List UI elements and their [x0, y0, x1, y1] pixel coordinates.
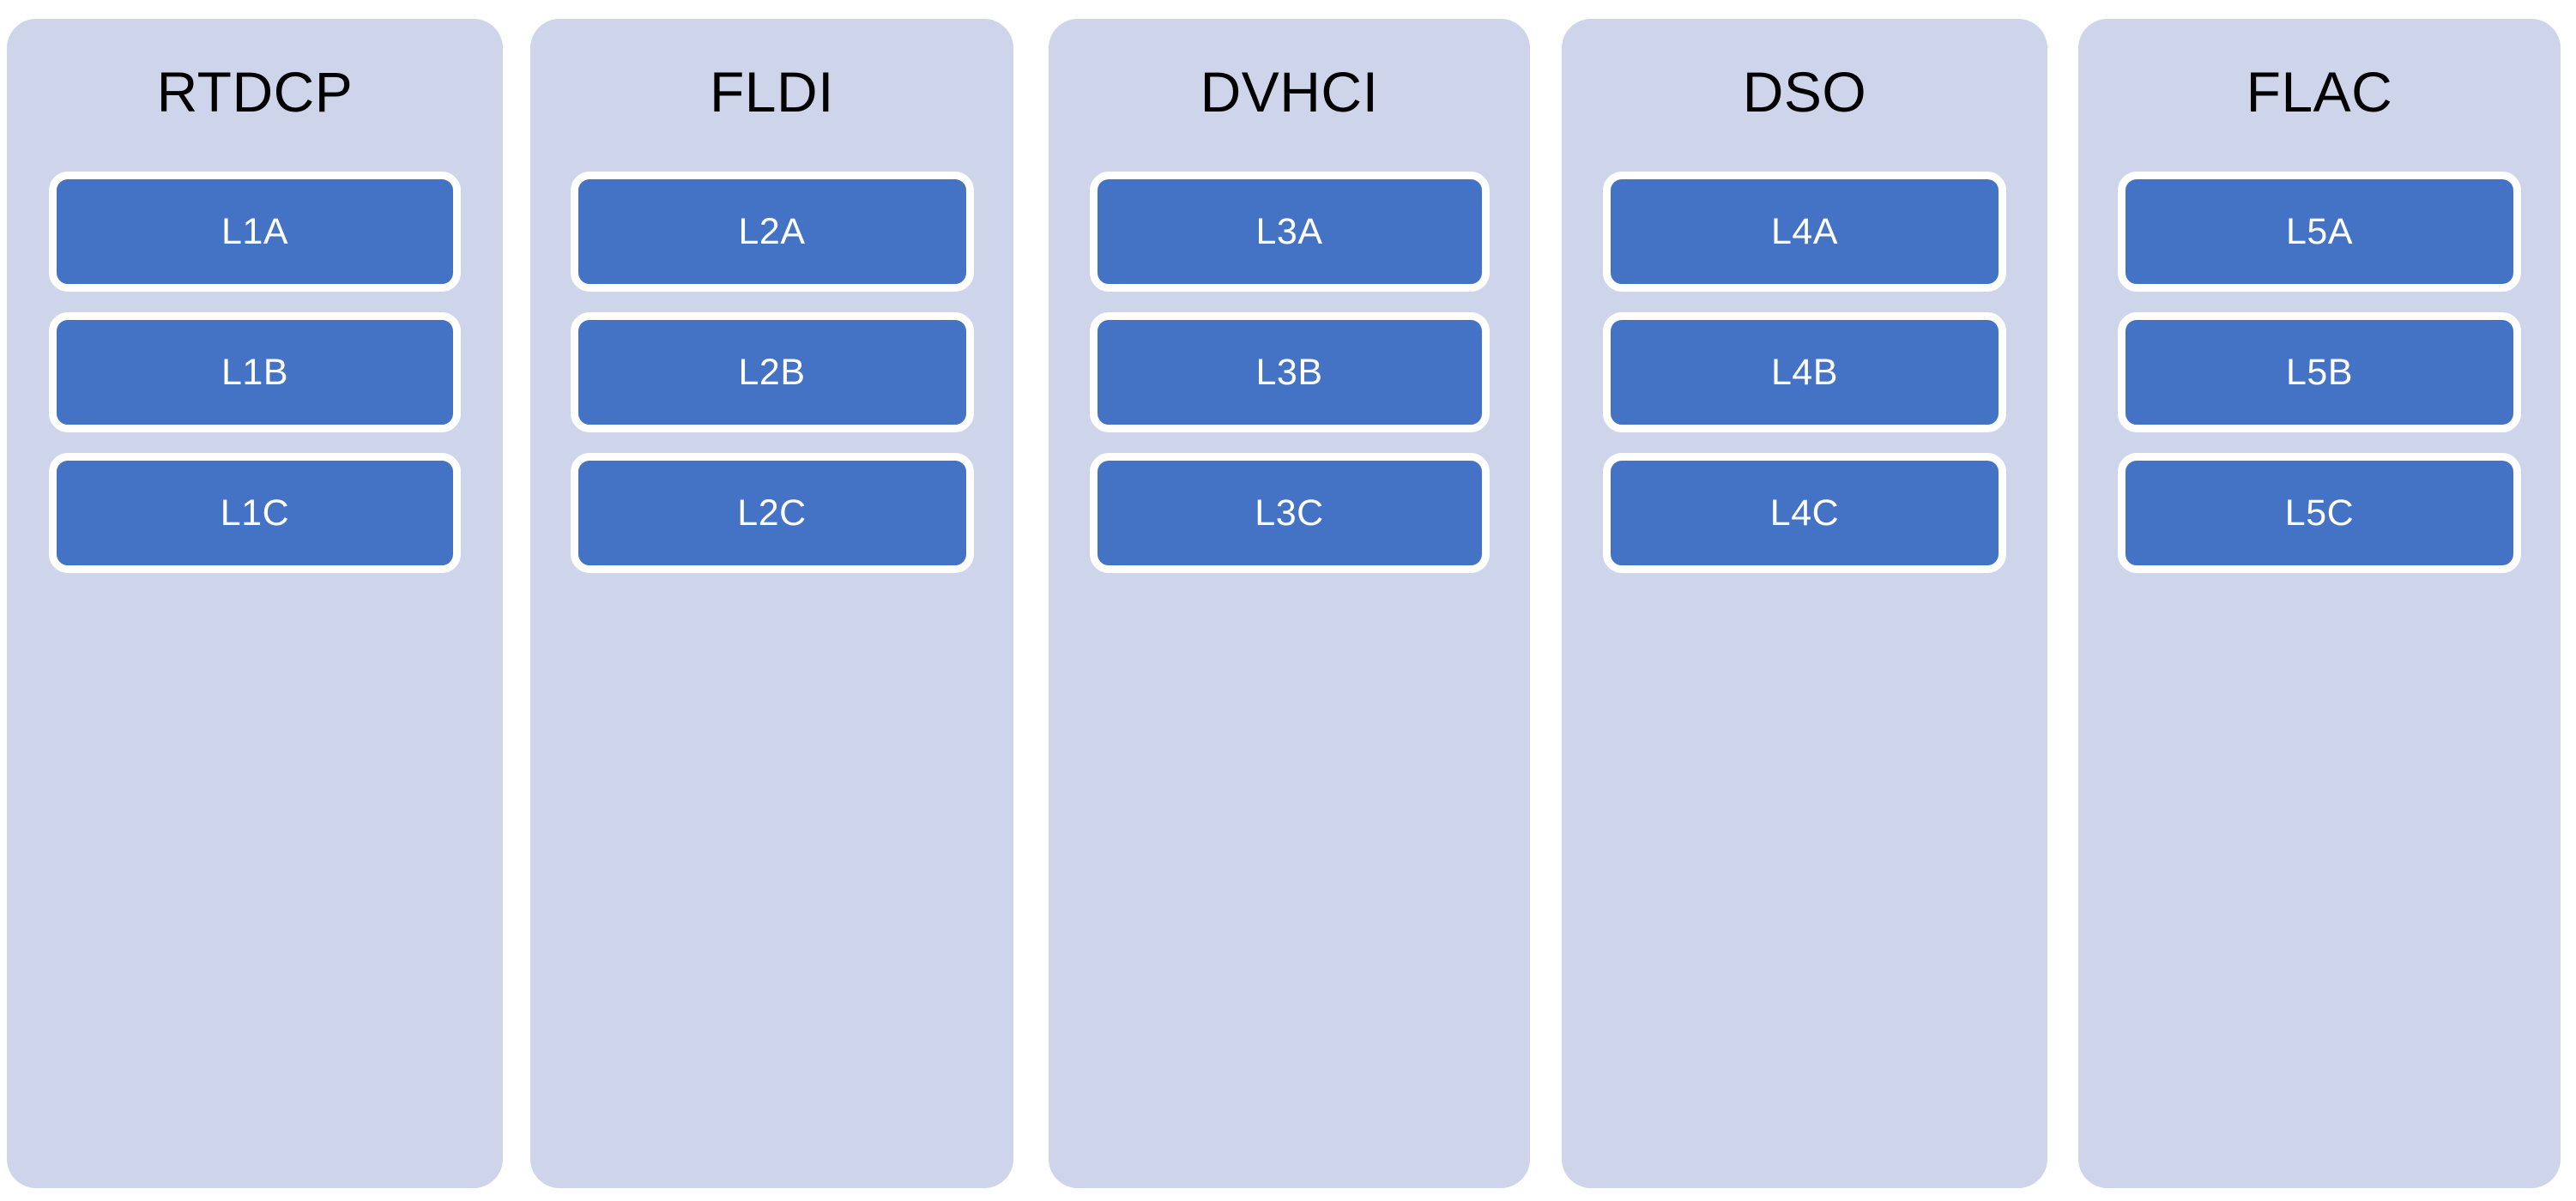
- lane-title-flac: FLAC: [2246, 60, 2393, 124]
- card-label-l2a: L2A: [738, 210, 806, 252]
- lane-title-rtdcp: RTDCP: [156, 60, 354, 124]
- card-l3c[interactable]: L3C: [1089, 453, 1490, 573]
- card-label-l4b: L4B: [1770, 351, 1838, 393]
- lane-title-fldi: FLDI: [709, 60, 835, 124]
- lane-fldi[interactable]: FLDI L2A L2B L2C: [530, 19, 1013, 1188]
- card-l2b[interactable]: L2B: [570, 312, 974, 432]
- lane-card-list-dvhci: L3A L3B L3C: [1049, 172, 1530, 573]
- card-label-l5b: L5B: [2285, 351, 2353, 393]
- card-l4c[interactable]: L4C: [1603, 453, 2006, 573]
- lane-title-dvhci: DVHCI: [1200, 60, 1379, 124]
- card-l1b[interactable]: L1B: [49, 312, 461, 432]
- lane-rtdcp[interactable]: RTDCP L1A L1B L1C: [7, 19, 503, 1188]
- lane-card-list-flac: L5A L5B L5C: [2078, 172, 2561, 573]
- card-l3a[interactable]: L3A: [1089, 172, 1490, 292]
- card-label-l1a: L1A: [221, 210, 288, 252]
- card-label-l5a: L5A: [2285, 210, 2353, 252]
- card-label-l3b: L3B: [1255, 351, 1323, 393]
- card-label-l4c: L4C: [1769, 492, 1840, 534]
- card-l1c[interactable]: L1C: [49, 453, 461, 573]
- card-l5a[interactable]: L5A: [2118, 172, 2521, 292]
- lane-card-list-dso: L4A L4B L4C: [1562, 172, 2047, 573]
- card-l2a[interactable]: L2A: [570, 172, 974, 292]
- card-label-l4a: L4A: [1770, 210, 1838, 252]
- card-l1a[interactable]: L1A: [49, 172, 461, 292]
- lane-title-dso: DSO: [1742, 60, 1867, 124]
- card-l4b[interactable]: L4B: [1603, 312, 2006, 432]
- card-label-l2c: L2C: [737, 492, 807, 534]
- lane-dvhci[interactable]: DVHCI L3A L3B L3C: [1049, 19, 1530, 1188]
- card-l4a[interactable]: L4A: [1603, 172, 2006, 292]
- lane-flac[interactable]: FLAC L5A L5B L5C: [2078, 19, 2561, 1188]
- card-label-l5c: L5C: [2284, 492, 2355, 534]
- card-l5c[interactable]: L5C: [2118, 453, 2521, 573]
- lane-dso[interactable]: DSO L4A L4B L4C: [1562, 19, 2047, 1188]
- card-l2c[interactable]: L2C: [570, 453, 974, 573]
- card-l5b[interactable]: L5B: [2118, 312, 2521, 432]
- card-label-l2b: L2B: [738, 351, 806, 393]
- lane-card-list-rtdcp: L1A L1B L1C: [7, 172, 503, 573]
- lane-card-list-fldi: L2A L2B L2C: [530, 172, 1013, 573]
- card-label-l3a: L3A: [1255, 210, 1323, 252]
- card-l3b[interactable]: L3B: [1089, 312, 1490, 432]
- card-label-l1c: L1C: [220, 492, 290, 534]
- card-label-l1b: L1B: [221, 351, 288, 393]
- card-label-l3c: L3C: [1255, 492, 1324, 534]
